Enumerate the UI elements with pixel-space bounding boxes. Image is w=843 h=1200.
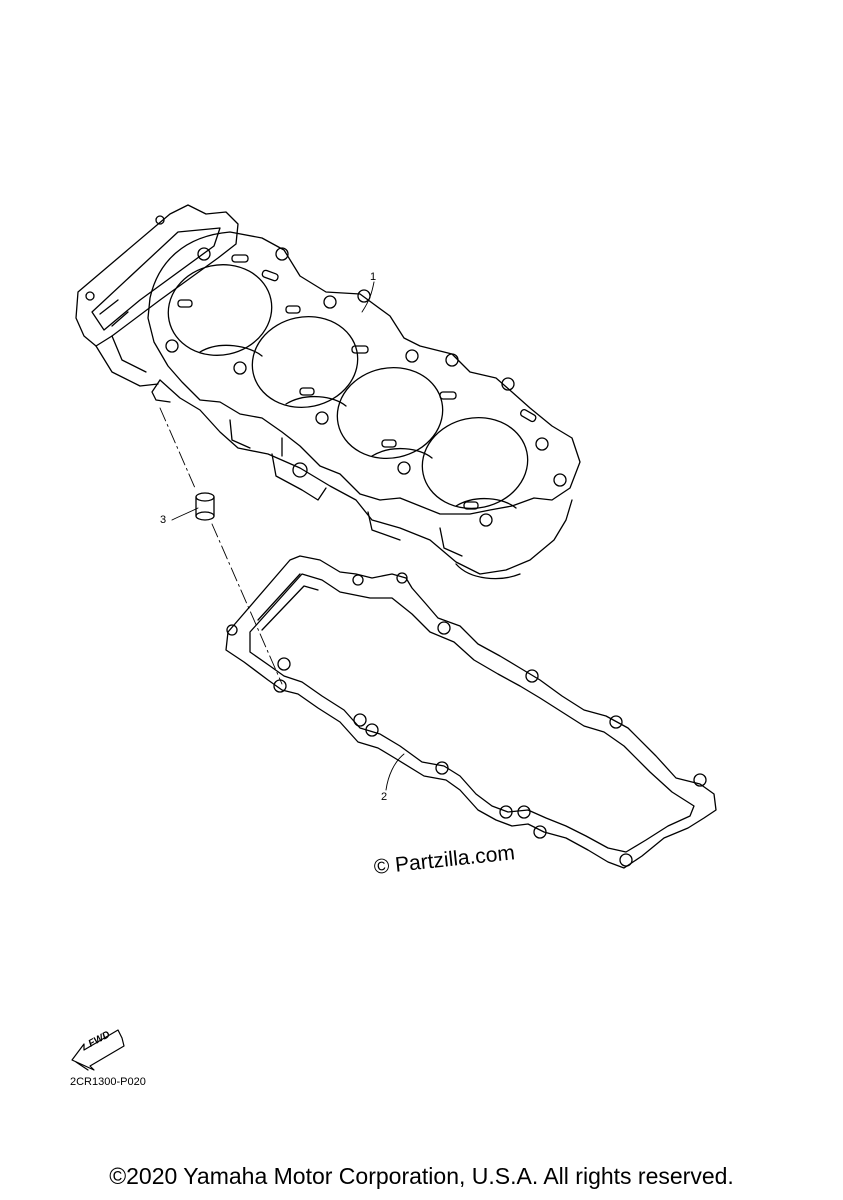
base-gasket (225, 555, 717, 869)
fwd-indicator: FWD (66, 1022, 126, 1064)
fwd-label: FWD (86, 1029, 113, 1050)
dowel-pin (195, 492, 215, 521)
leader-1 (361, 281, 375, 313)
callout-3: 3 (160, 514, 167, 526)
callout-2: 2 (381, 791, 388, 803)
callout-1: 1 (370, 271, 377, 283)
copyright-notice: ©2020 Yamaha Motor Corporation, U.S.A. A… (109, 1163, 734, 1189)
leader-3 (171, 507, 199, 521)
leader-2 (385, 753, 405, 791)
fwd-arrow-icon (71, 1029, 125, 1071)
part-code: 2CR1300-P020 (70, 1076, 146, 1088)
leader-lines (171, 281, 405, 791)
cylinder-block (75, 204, 581, 580)
assembly-line (159, 407, 283, 685)
